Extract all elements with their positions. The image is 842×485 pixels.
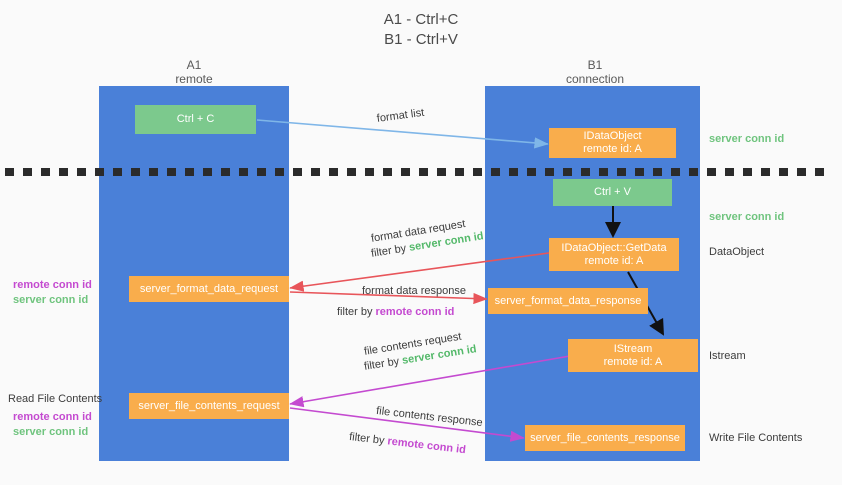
column-b1-sub: connection xyxy=(565,72,625,86)
annotation-left-read-file-contents: Read File Contents xyxy=(8,393,103,405)
annotation-right-istream: Istream xyxy=(709,350,746,362)
node-server-format-data-request-label: server_format_data_request xyxy=(139,282,279,295)
node-server-format-data-response-label: server_format_data_response xyxy=(494,294,642,307)
annotation-left-server-conn-id-1: server conn id xyxy=(13,294,89,306)
arrow-file-contents-request xyxy=(289,355,571,408)
column-b1-name: B1 xyxy=(587,58,603,72)
annotation-left-conn-ids-bottom: remote conn id server conn id xyxy=(13,410,92,440)
node-idataobject-getdata[interactable]: IDataObject::GetData remote id: A xyxy=(549,238,679,271)
node-idataobject[interactable]: IDataObject remote id: A xyxy=(549,128,676,158)
edge-label-format-data-response-text: format data response xyxy=(362,285,466,297)
column-a1-name: A1 xyxy=(186,58,202,72)
node-istream-line1: IStream xyxy=(613,342,653,355)
node-idataobject-line2: remote id: A xyxy=(583,143,642,155)
annotation-right-write-file-contents: Write File Contents xyxy=(709,432,803,444)
node-istream-line2: remote id: A xyxy=(603,355,663,368)
node-server-file-contents-request-label: server_file_contents_request xyxy=(138,399,280,412)
node-getdata-line2: remote id: A xyxy=(584,254,644,267)
node-server-file-contents-response-label: server_file_contents_response xyxy=(530,431,680,444)
arrow-file-contents-response xyxy=(289,407,525,442)
annotation-left-server-conn-id-2: server conn id xyxy=(13,426,89,438)
arrow-format-list xyxy=(256,119,549,149)
node-idataobject-line1: IDataObject xyxy=(583,130,642,142)
node-server-format-data-response[interactable]: server_format_data_response xyxy=(488,288,648,314)
annotation-left-conn-ids-top: remote conn id server conn id xyxy=(13,278,92,308)
annotation-right-dataobject: DataObject xyxy=(709,246,765,258)
filter-prefix: filter by xyxy=(337,306,376,318)
column-header-b1: B1 connection xyxy=(520,58,670,86)
node-server-format-data-request[interactable]: server_format_data_request xyxy=(129,276,289,302)
column-a1-sub: remote xyxy=(175,72,213,86)
annotation-left-remote-conn-id-2: remote conn id xyxy=(13,411,92,423)
arrow-format-data-response xyxy=(289,291,488,305)
node-server-file-contents-request[interactable]: server_file_contents_request xyxy=(129,393,289,419)
page-title: A1 - Ctrl+C B1 - Ctrl+V xyxy=(0,10,842,50)
edge-label-format-data-response: format data response xyxy=(362,284,466,298)
node-server-file-contents-response[interactable]: server_file_contents_response xyxy=(525,425,685,451)
title-line-2: B1 - Ctrl+V xyxy=(384,31,458,48)
filter-key-remote-conn-id: remote conn id xyxy=(375,306,455,318)
node-getdata-line1: IDataObject::GetData xyxy=(561,241,667,254)
annotation-right-server-conn-id-top: server conn id xyxy=(709,133,785,145)
arrow-format-data-request xyxy=(289,251,557,292)
edge-label-format-data-response-filter: filter by remote conn id xyxy=(337,305,454,319)
node-istream[interactable]: IStream remote id: A xyxy=(568,339,698,372)
node-ctrl-v-label: Ctrl + V xyxy=(594,186,631,198)
node-ctrl-c[interactable]: Ctrl + C xyxy=(135,105,256,134)
title-line-1: A1 - Ctrl+C xyxy=(383,11,459,28)
annotation-left-remote-conn-id-1: remote conn id xyxy=(13,279,92,291)
node-ctrl-c-label: Ctrl + C xyxy=(176,113,215,125)
column-header-a1: A1 remote xyxy=(119,58,269,86)
node-ctrl-v[interactable]: Ctrl + V xyxy=(553,179,672,206)
annotation-right-server-conn-id-mid: server conn id xyxy=(709,211,785,223)
